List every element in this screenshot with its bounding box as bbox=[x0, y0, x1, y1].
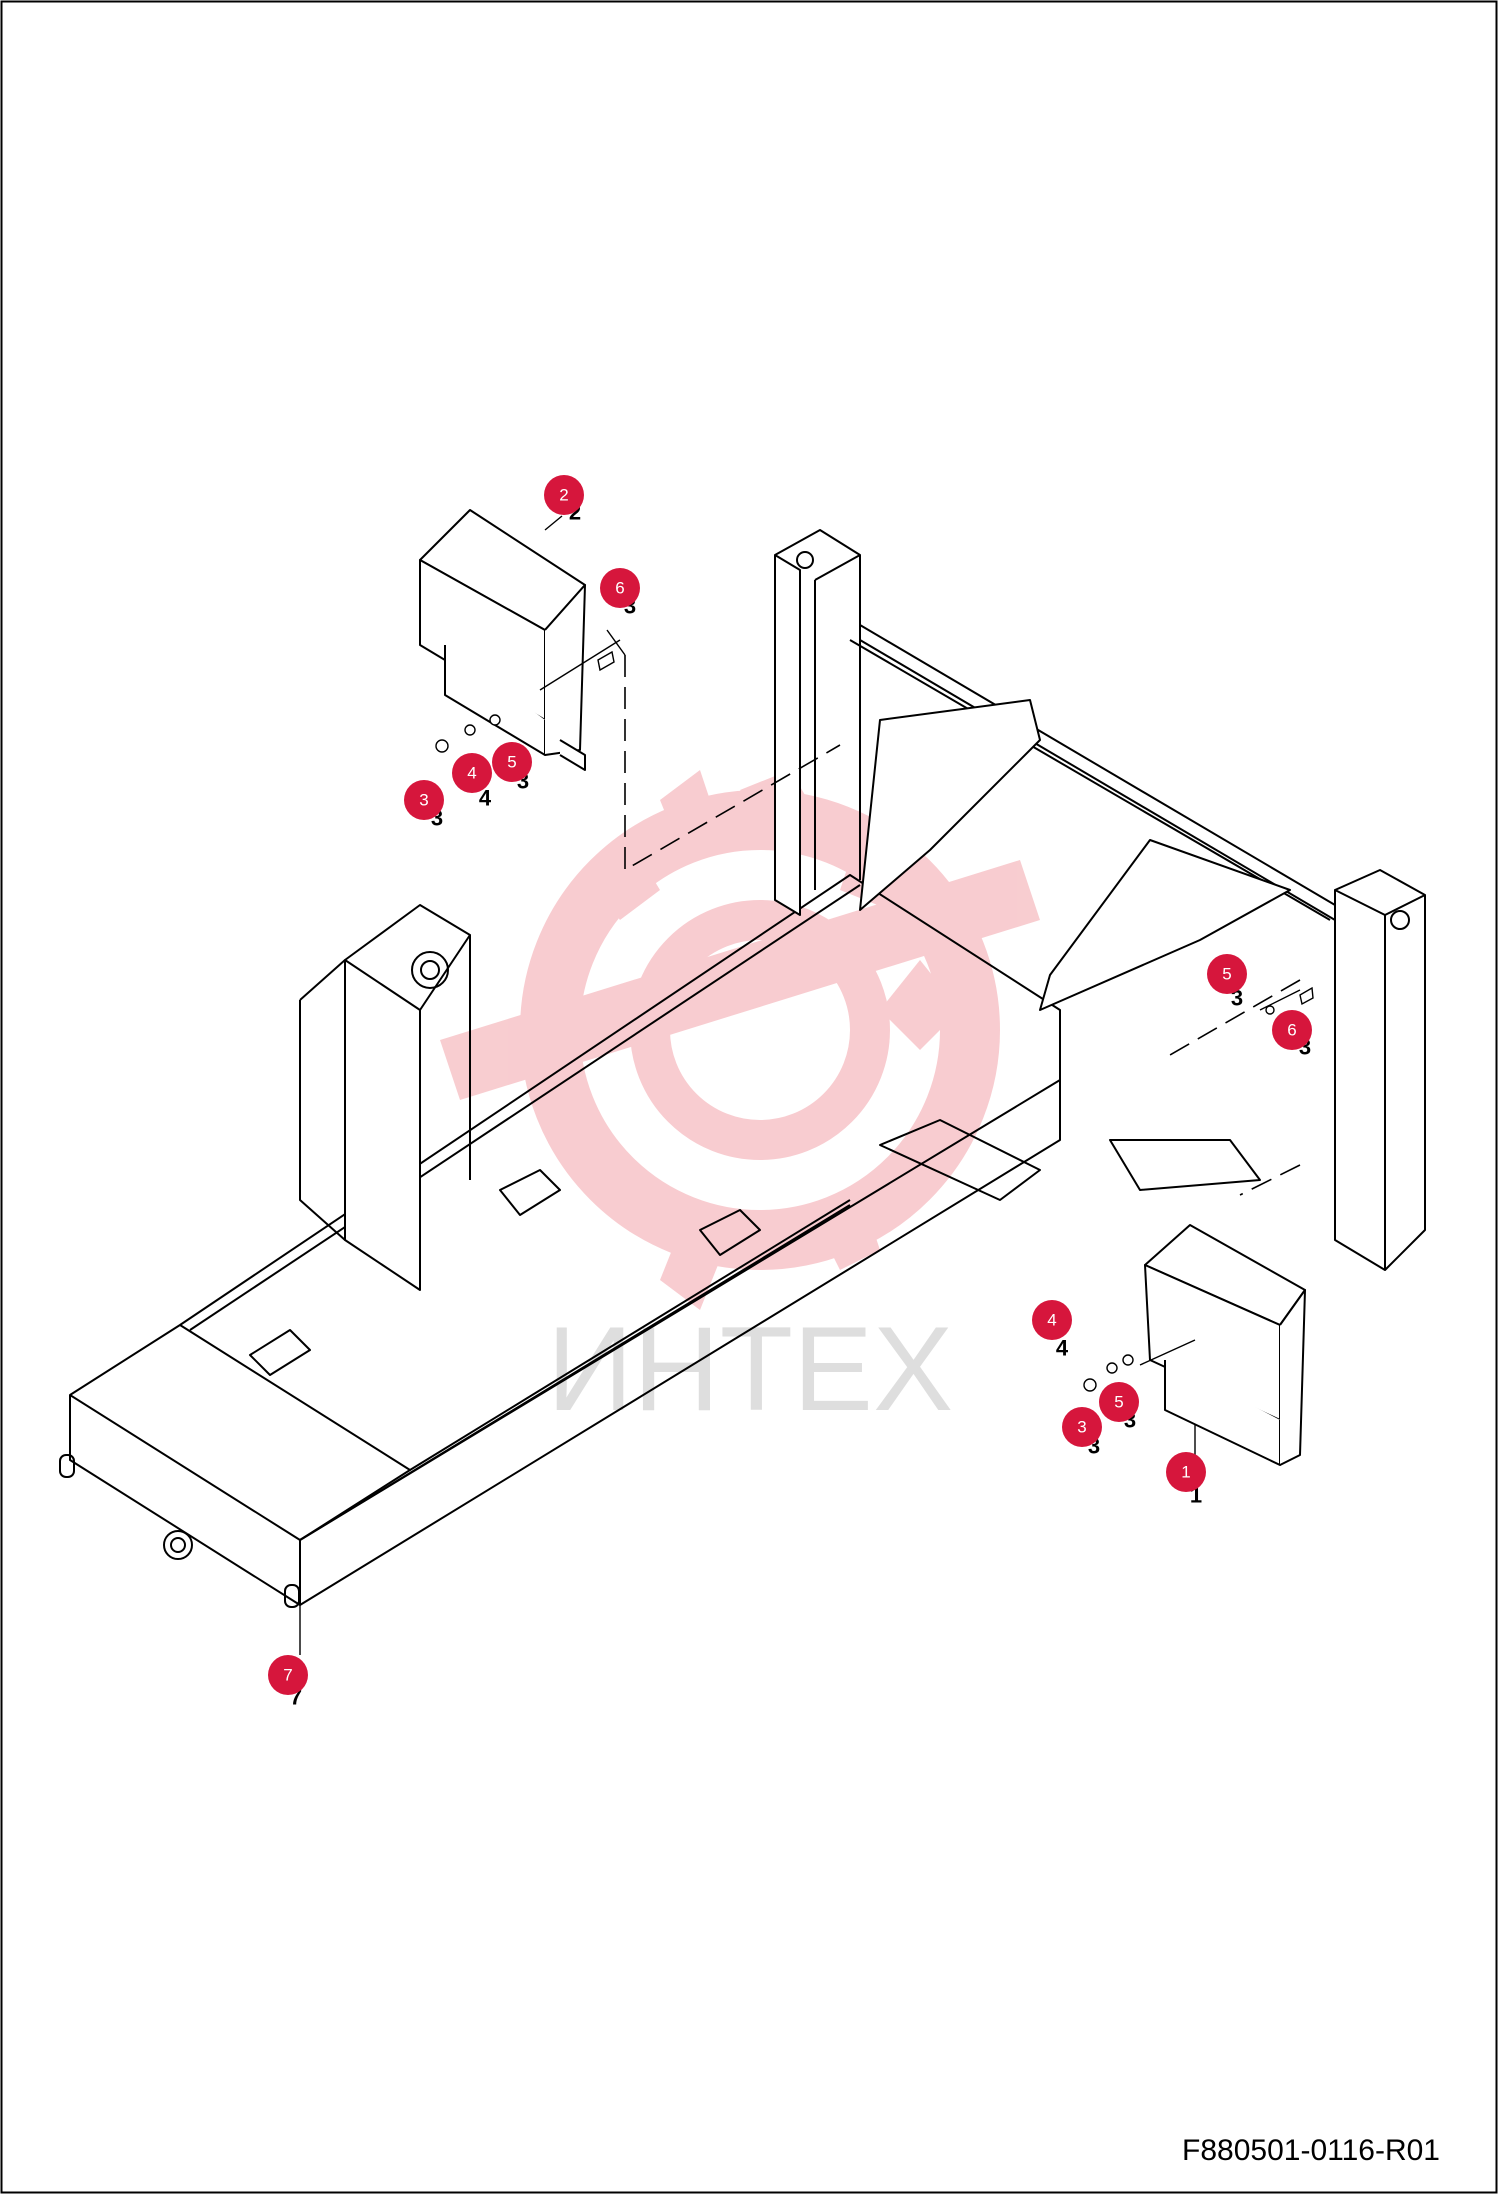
callout-bubble bbox=[1272, 1010, 1312, 1050]
callout-c3a: 3 bbox=[404, 780, 444, 820]
svg-text:4: 4 bbox=[479, 786, 492, 811]
callout-c5b: 5 bbox=[1207, 954, 1247, 994]
callout-c3b: 3 bbox=[1062, 1407, 1102, 1447]
callout-number: 3 bbox=[1077, 1418, 1086, 1437]
assembly-lines bbox=[624, 655, 1301, 1196]
callout-bubble bbox=[404, 780, 444, 820]
callout-bubble bbox=[1099, 1382, 1139, 1422]
callout-bubble bbox=[492, 742, 532, 782]
callout-number: 5 bbox=[1222, 965, 1231, 984]
callout-number: 4 bbox=[1047, 1311, 1056, 1330]
callout-c4b: 4 bbox=[1032, 1300, 1072, 1340]
callout-number: 5 bbox=[1114, 1393, 1123, 1412]
callout-bubble bbox=[452, 753, 492, 793]
callout-number: 3 bbox=[419, 791, 428, 810]
svg-text:4: 4 bbox=[1056, 1336, 1069, 1361]
callout-number: 1 bbox=[1181, 1463, 1190, 1482]
callout-c1: 1 bbox=[1166, 1452, 1206, 1492]
callout-bubble bbox=[1062, 1407, 1102, 1447]
frame-assembly bbox=[59, 529, 1426, 1608]
callout-c6b: 6 bbox=[1272, 1010, 1312, 1050]
watermark-logo: ИНТЕХ bbox=[440, 770, 1040, 1436]
callout-bubble bbox=[1166, 1452, 1206, 1492]
cover-part-2 bbox=[419, 509, 586, 771]
callout-c6a: 6 bbox=[600, 568, 640, 608]
callout-bubble bbox=[1032, 1300, 1072, 1340]
callout-bubble bbox=[544, 475, 584, 515]
callout-bubble bbox=[268, 1655, 308, 1695]
callout-c5a: 5 bbox=[492, 742, 532, 782]
callout-number: 5 bbox=[507, 753, 516, 772]
cover-part-1 bbox=[1144, 1224, 1306, 1466]
callout-c4a: 4 bbox=[452, 753, 492, 793]
callout-number: 2 bbox=[559, 486, 568, 505]
callout-number: 6 bbox=[615, 579, 624, 598]
callout-c5c: 5 bbox=[1099, 1382, 1139, 1422]
callout-bubble bbox=[600, 568, 640, 608]
callout-c2: 2 bbox=[544, 475, 584, 515]
callout-number: 4 bbox=[467, 764, 476, 783]
drawing-code: F880501-0116-R01 bbox=[1182, 2134, 1440, 2167]
callout-bubble bbox=[1207, 954, 1247, 994]
callout-number: 6 bbox=[1287, 1021, 1296, 1040]
callout-number: 7 bbox=[283, 1666, 292, 1685]
callout-c7: 7 bbox=[268, 1655, 308, 1695]
hardware bbox=[435, 650, 1314, 1392]
leader-lines bbox=[299, 515, 1301, 1655]
